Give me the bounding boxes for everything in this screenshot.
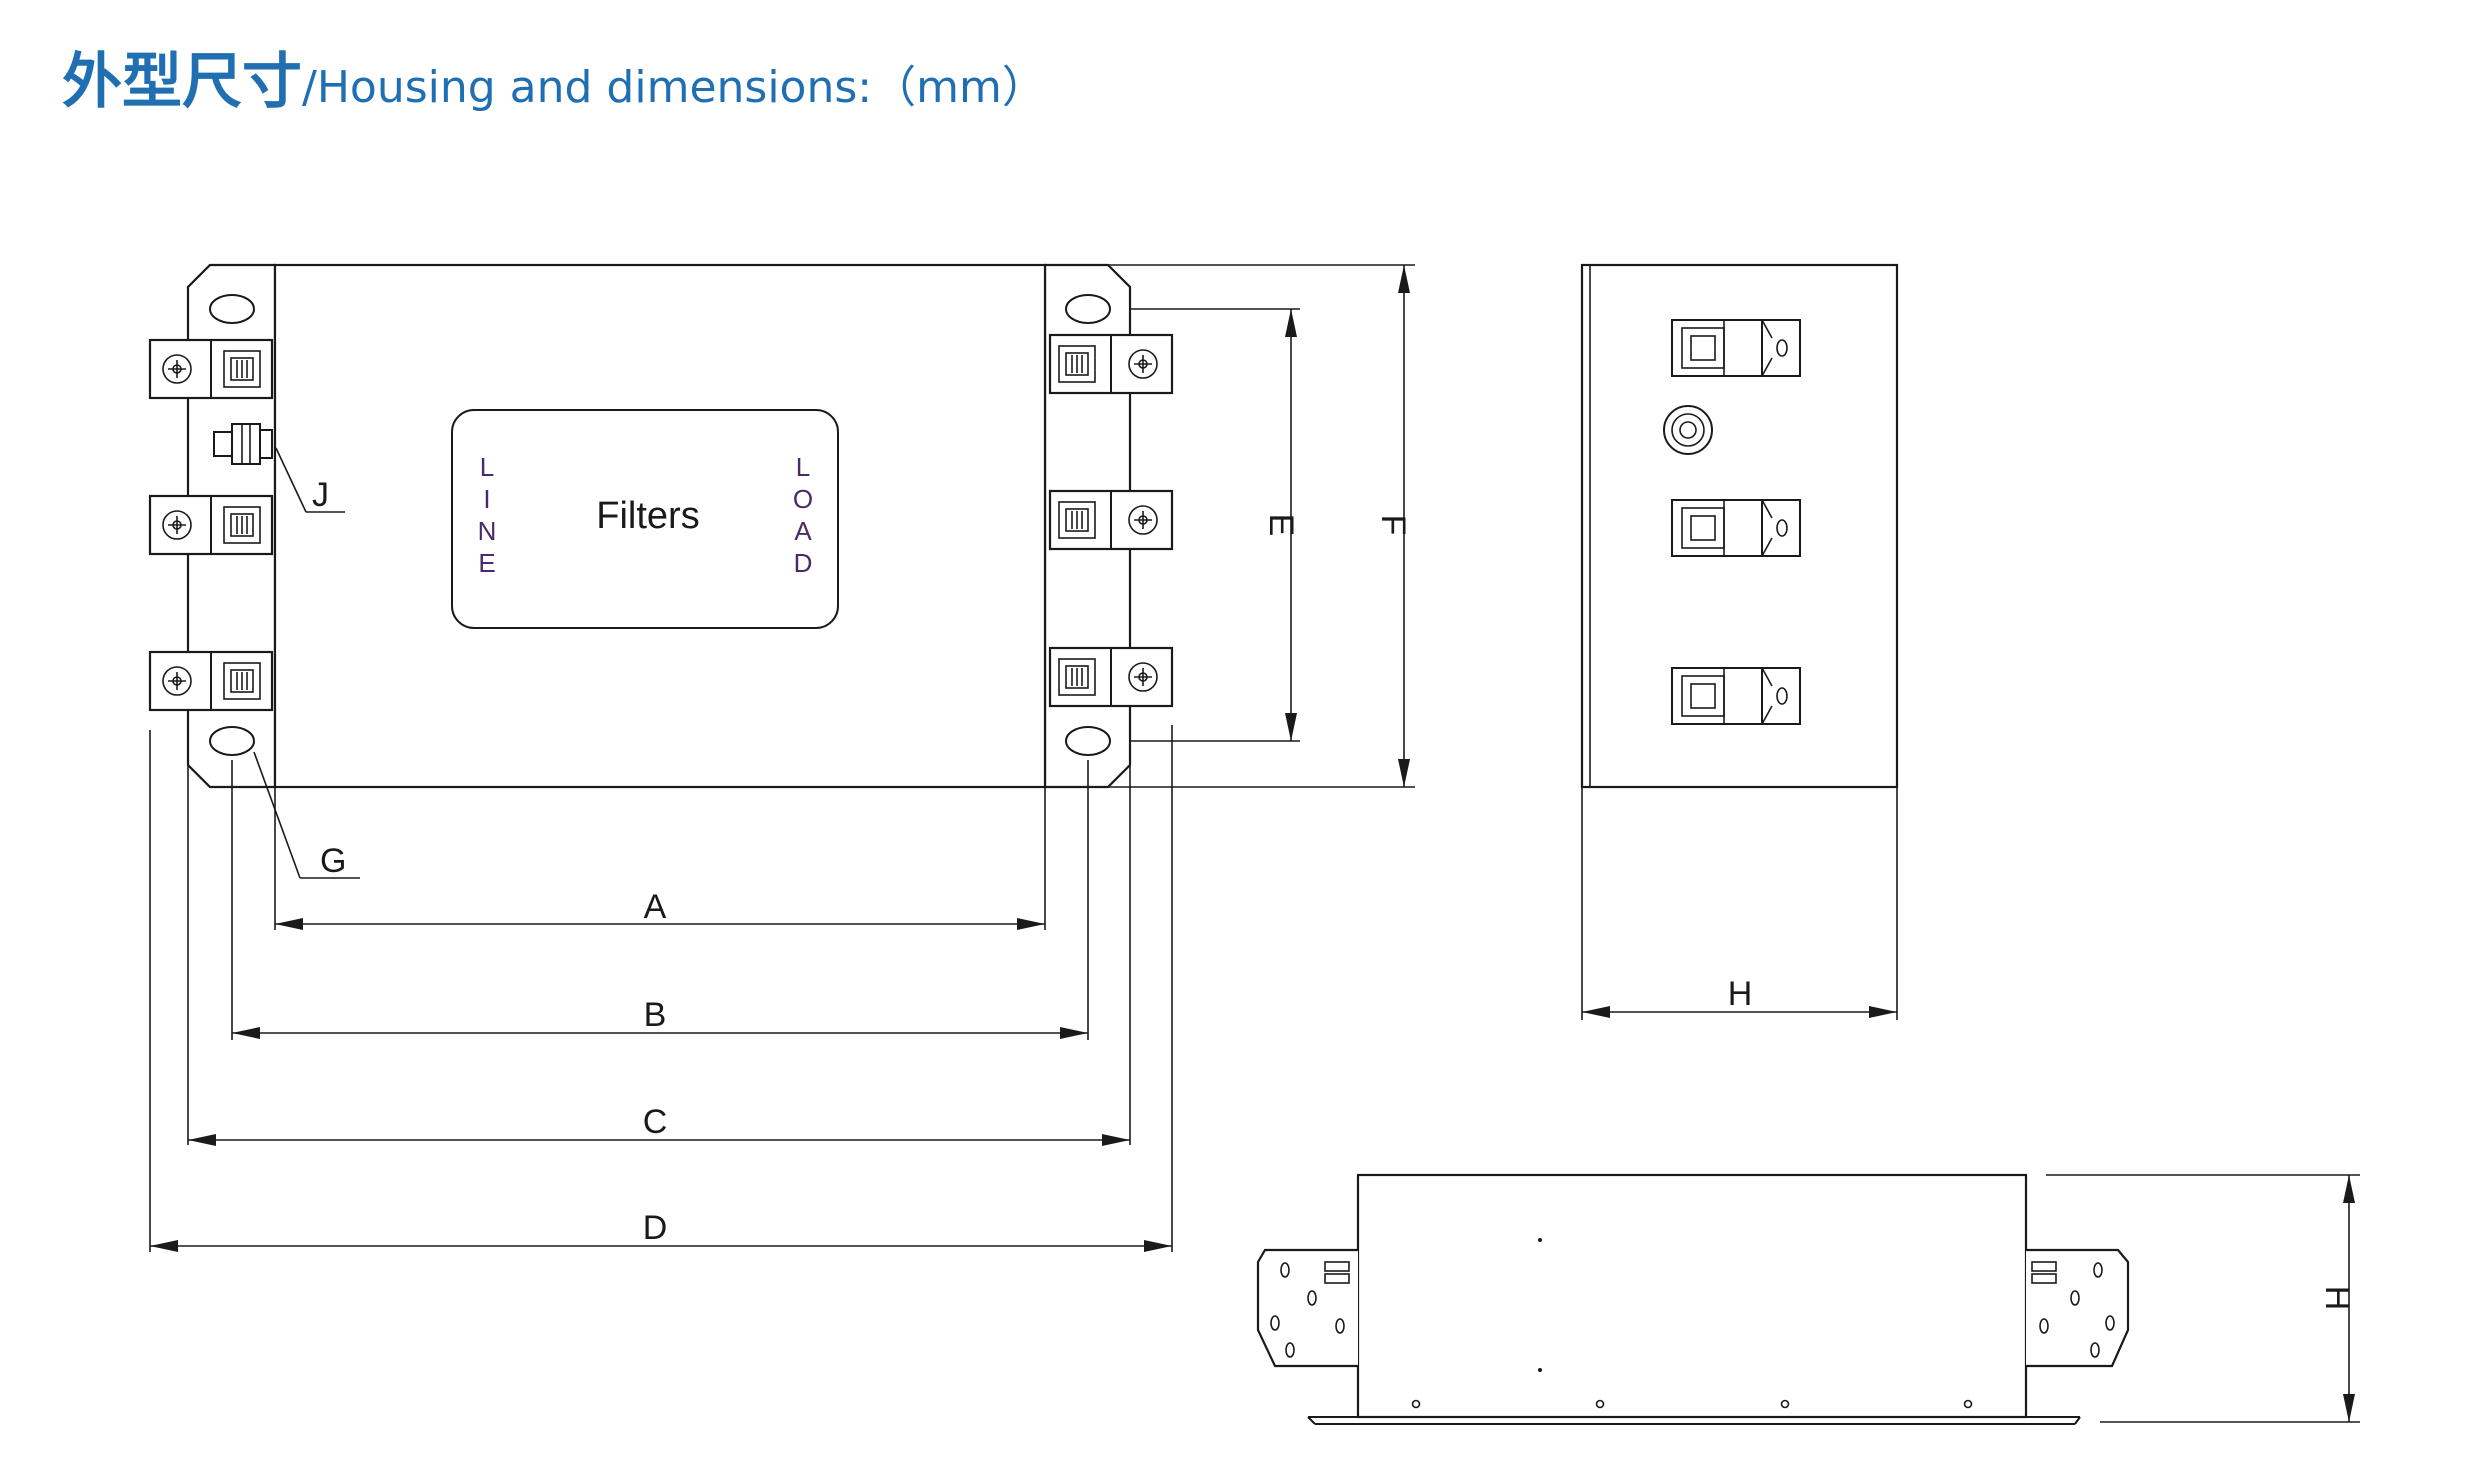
load-letter-3: A <box>794 516 812 546</box>
line-letter-2: I <box>483 484 490 514</box>
load-letter-2: O <box>793 484 813 514</box>
load-letter-4: D <box>794 548 813 578</box>
terminal-right-2 <box>1048 489 1174 551</box>
mount-slot-top-right <box>1065 294 1111 324</box>
label-e: E <box>1262 514 1300 537</box>
label-d: D <box>643 1209 668 1247</box>
label-panel <box>451 409 839 629</box>
label-g: G <box>320 842 346 880</box>
bottom-view: H <box>1256 1173 2360 1425</box>
load-letter-1: L <box>796 452 810 482</box>
front-view: Filters L I N E L O A D J G A B <box>148 263 1415 1252</box>
mount-slot-bottom-right <box>1065 726 1111 756</box>
ground-stud <box>213 423 273 465</box>
mount-slot-bottom-left <box>209 726 255 756</box>
mount-slot-top-left <box>209 294 255 324</box>
terminal-left-2 <box>148 494 274 556</box>
label-f: F <box>1374 515 1412 536</box>
side-view: H <box>1580 263 1899 1020</box>
terminal-left-1 <box>148 338 274 400</box>
bottom-left-bracket <box>1256 1248 1358 1368</box>
label-j: J <box>312 476 329 514</box>
label-h-bottom: H <box>2318 1286 2356 1311</box>
bottom-right-bracket <box>2026 1248 2130 1368</box>
label-a: A <box>644 888 667 926</box>
terminal-right-3 <box>1048 646 1174 708</box>
title-chinese: 外型尺寸 <box>62 47 302 117</box>
panel-title: Filters <box>596 495 699 537</box>
housing-front <box>273 263 1047 789</box>
label-b: B <box>644 996 667 1034</box>
housing-side <box>1580 263 1899 789</box>
line-letter-4: E <box>478 548 495 578</box>
side-ground-stud <box>1663 405 1713 455</box>
label-h-side: H <box>1728 975 1753 1013</box>
terminal-left-3 <box>148 650 274 712</box>
page-title: 外型尺寸/Housing and dimensions:（mm） <box>62 52 1046 112</box>
line-letter-1: L <box>480 452 494 482</box>
label-c: C <box>643 1103 668 1141</box>
line-letter-3: N <box>478 516 497 546</box>
terminal-right-1 <box>1048 333 1174 395</box>
housing-bottom <box>1356 1173 2028 1419</box>
title-english: /Housing and dimensions:（mm） <box>302 62 1046 113</box>
